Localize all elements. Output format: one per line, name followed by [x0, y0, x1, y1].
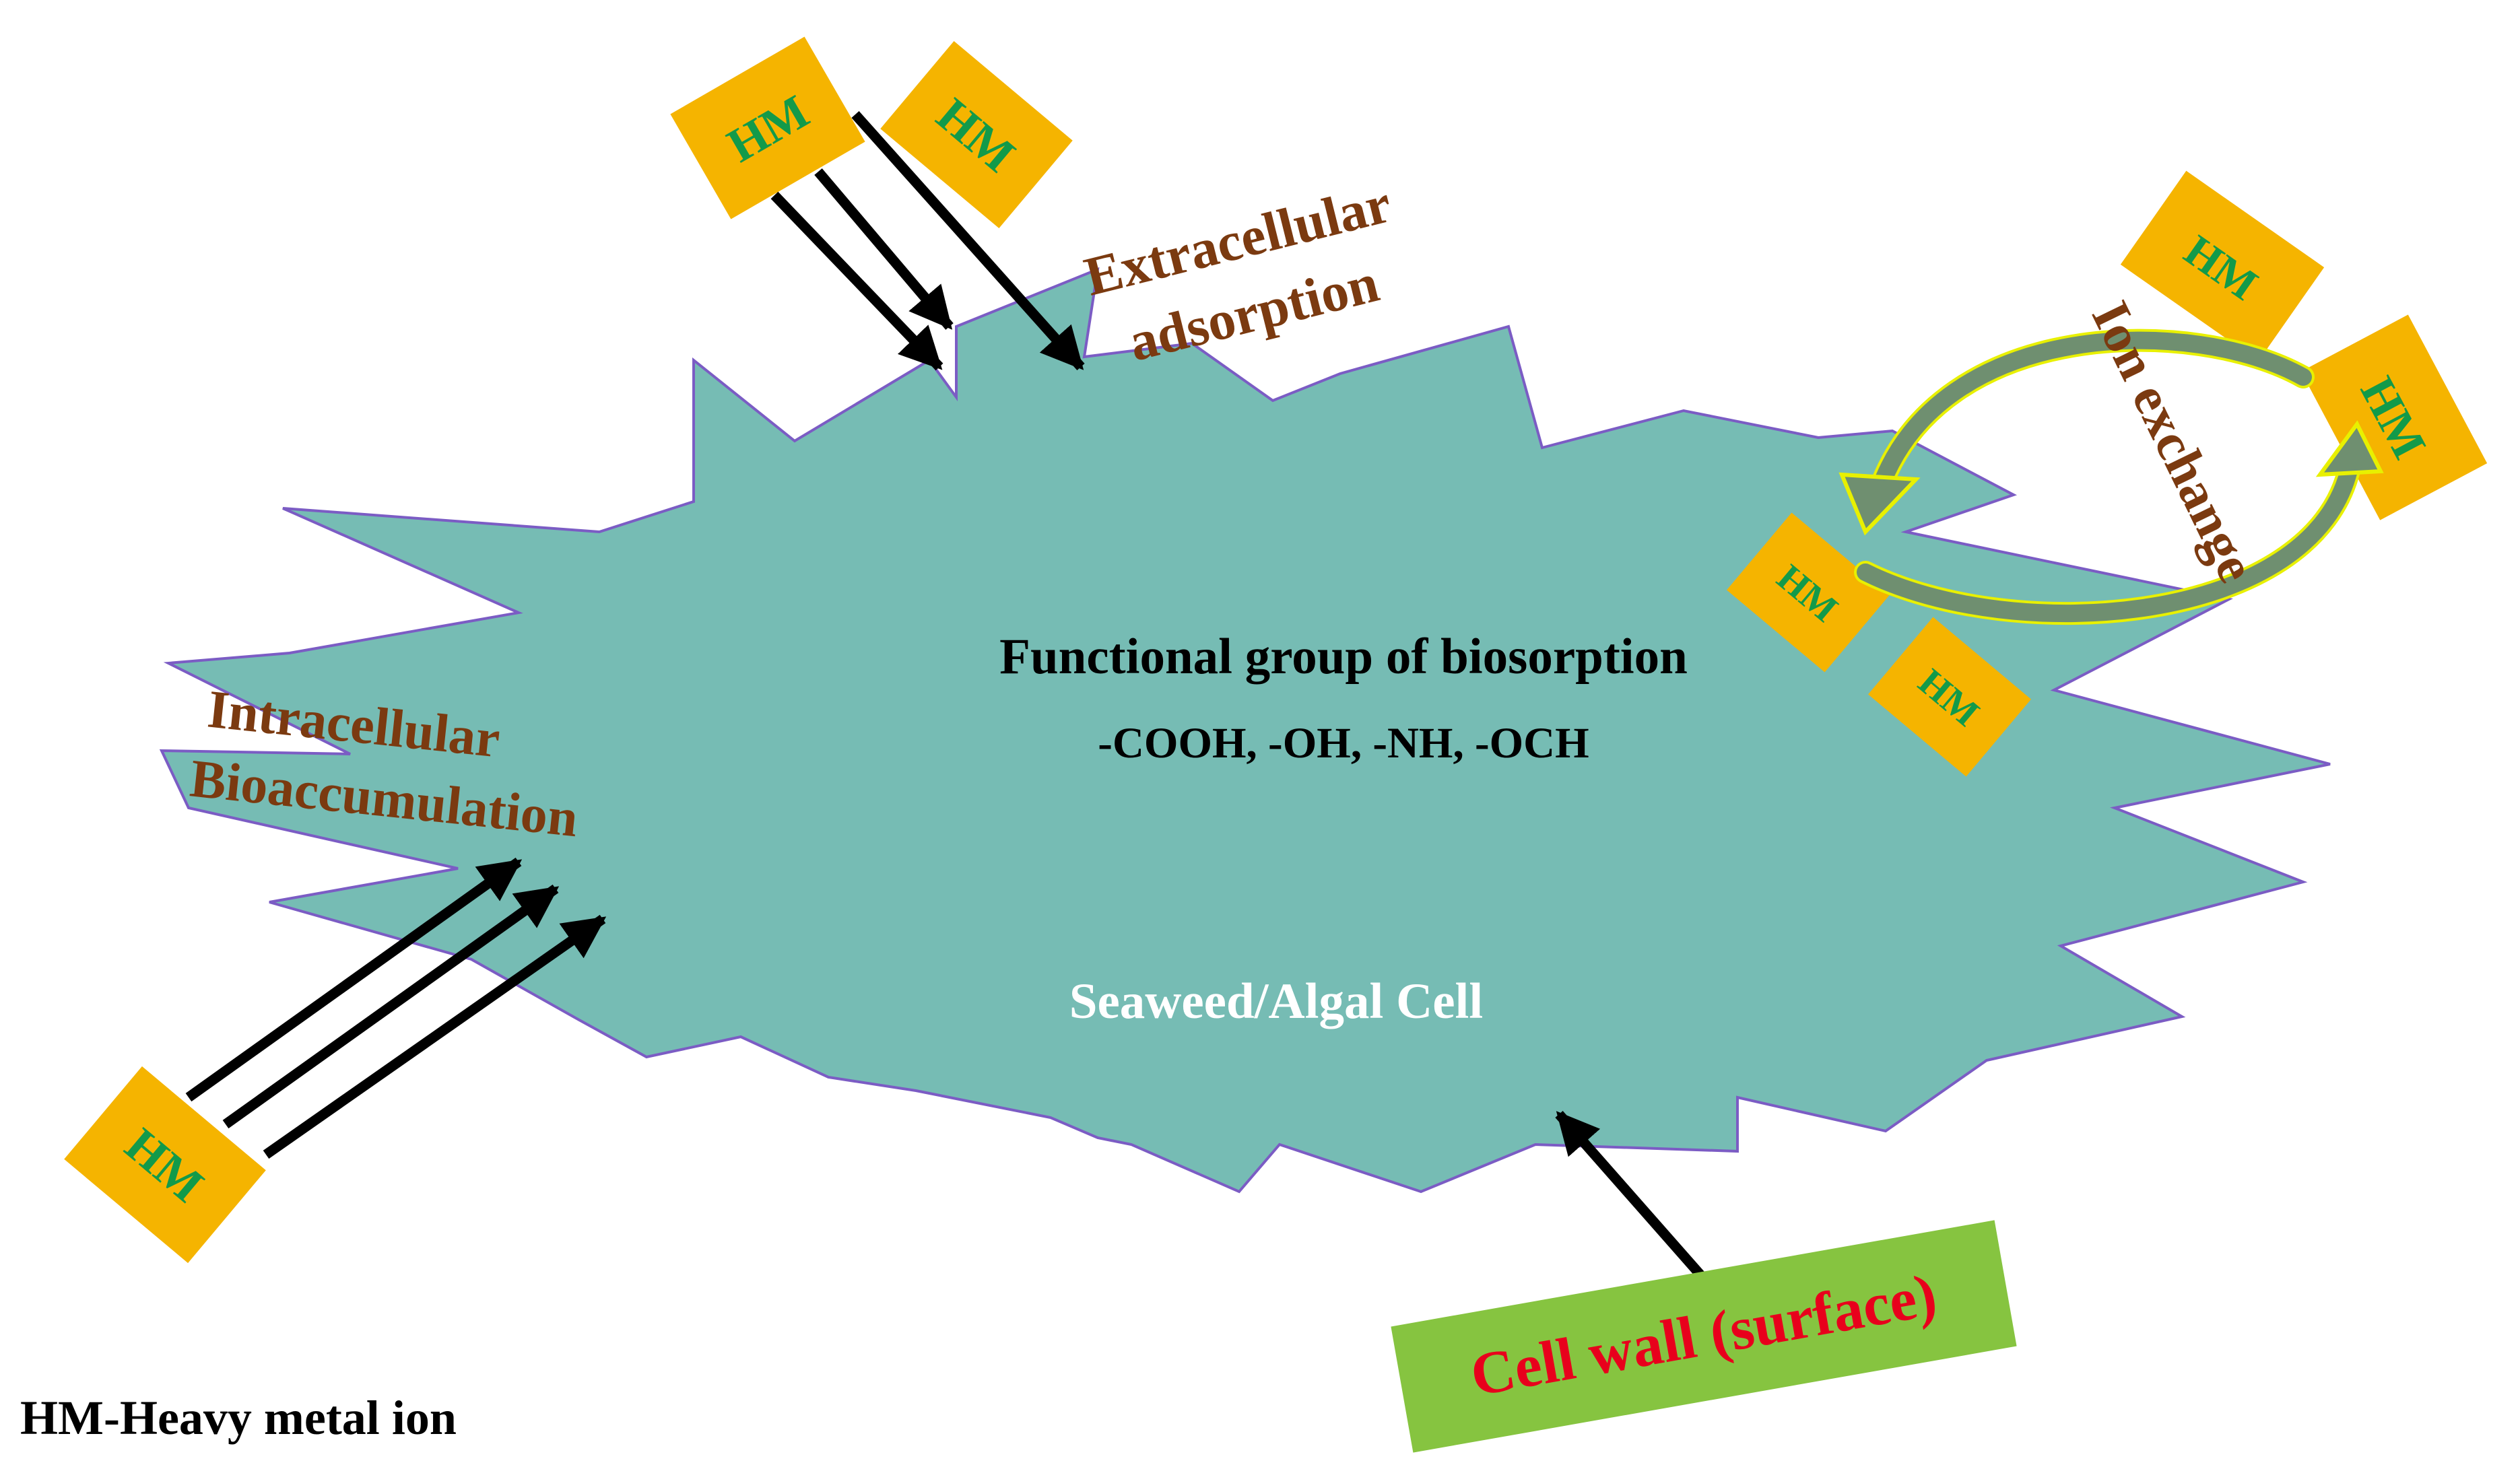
intracellular-arrow-2 — [222, 884, 560, 1129]
exchange-arrowhead-upper — [1838, 472, 1921, 536]
hm-ion-exchange-top: HM — [2120, 170, 2325, 362]
functional-group-title: Functional group of biosorption — [999, 629, 1688, 685]
extracellular-arrow-2 — [814, 168, 954, 330]
extracellular-arrow-3 — [851, 111, 1085, 370]
hm-ion-top-left: HM — [670, 36, 865, 219]
functional-group-list: -COOH, -OH, -NH, -OCH — [1098, 719, 1589, 767]
hm-legend: HM-Heavy metal ion — [20, 1391, 457, 1445]
extracellular-label: Extracellular adsorption — [1079, 172, 1397, 373]
intracellular-arrow-3 — [263, 914, 607, 1159]
cell-label: Seaweed/Algal Cell — [1069, 973, 1484, 1029]
algal-cell-body — [159, 267, 2331, 1194]
hm-ion-exchange-cell-2: HM — [1868, 617, 2031, 777]
cell-wall-box: Cell wall (surface) — [1391, 1220, 2017, 1453]
extracellular-arrow-1 — [770, 191, 943, 371]
exchange-arrowhead-lower — [2315, 420, 2384, 477]
hm-ion-top-right: HM — [880, 40, 1073, 229]
hm-ion-bottom-left: HM — [64, 1066, 266, 1264]
hm-ion-exchange-cell-1: HM — [1727, 512, 1890, 673]
intracellular-arrow-1 — [185, 857, 523, 1102]
cell-wall-arrow — [1555, 1111, 1711, 1286]
hm-ion-exchange-right: HM — [2300, 314, 2488, 520]
